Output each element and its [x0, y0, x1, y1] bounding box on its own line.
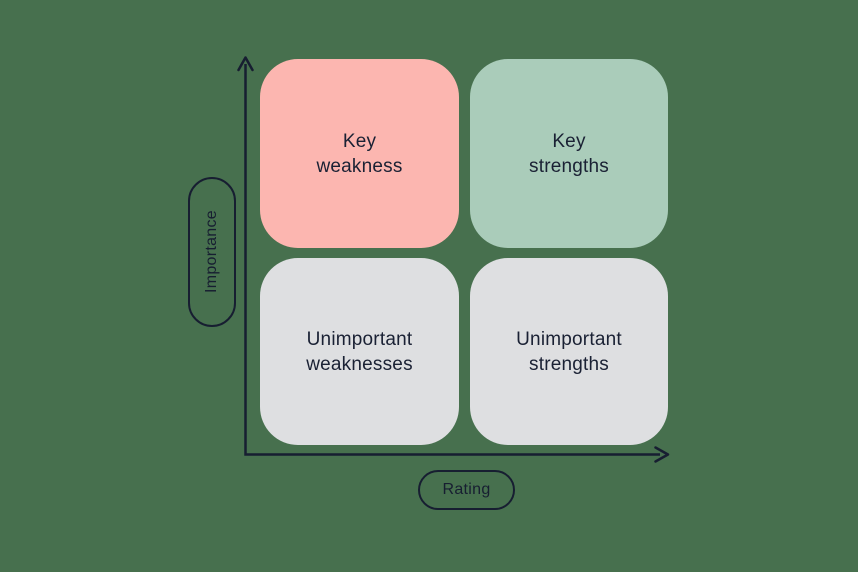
x-axis-label: Rating — [442, 481, 491, 498]
quadrant-label: Key weakness — [316, 130, 403, 177]
x-axis-arrowhead-icon — [654, 446, 670, 463]
y-axis-label: Importance — [203, 210, 220, 294]
y-axis-label-pill: Importance — [188, 177, 236, 327]
quadrant-key-strengths: Key strengths — [470, 59, 668, 248]
quadrant-label: Key strengths — [529, 130, 609, 177]
x-axis-label-pill: Rating — [418, 470, 515, 510]
y-axis-arrowhead-icon — [237, 56, 254, 72]
quadrant-label: Unimportant weaknesses — [306, 328, 413, 375]
quadrant-label: Unimportant strengths — [516, 328, 622, 375]
quadrant-key-weakness: Key weakness — [260, 59, 459, 248]
quadrant-unimportant-strengths: Unimportant strengths — [470, 258, 668, 445]
axis-lines — [244, 64, 660, 456]
quadrant-unimportant-weaknesses: Unimportant weaknesses — [260, 258, 459, 445]
